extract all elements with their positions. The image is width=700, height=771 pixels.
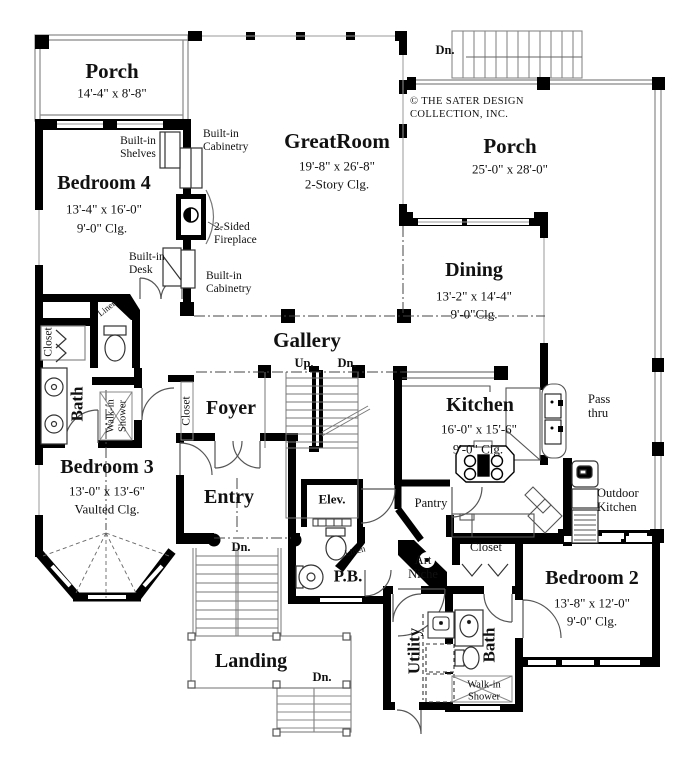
fireplace-icon xyxy=(181,189,223,245)
room-label-porch-right: Porch xyxy=(483,134,537,159)
room-dims-bedroom3: 13'-0" x 13'-6" xyxy=(69,483,145,499)
shower-left xyxy=(99,391,133,441)
deck-stairs xyxy=(451,30,583,79)
closet-foyer-label: Closet xyxy=(180,396,193,426)
pantry-walls xyxy=(394,479,450,543)
room-label-powder-bath: P.B. xyxy=(333,566,363,586)
powder-bath-fixtures xyxy=(295,527,347,590)
room-label-bedroom4: Bedroom 4 xyxy=(57,171,151,194)
bay-window xyxy=(35,548,176,602)
room-dims-dining: 13'-2" x 14'-4" xyxy=(436,288,512,304)
stair-label-dn-interior: Dn. xyxy=(337,356,357,370)
room-label-porch-upper: Porch xyxy=(85,59,139,84)
room-ceiling-bedroom3: Vaulted Clg. xyxy=(74,501,140,517)
stair-label-dn-landing: Dn. xyxy=(312,670,332,684)
room-label-utility: Utility xyxy=(404,627,424,675)
kitchen-island xyxy=(455,440,515,483)
room-label-gallery: Gallery xyxy=(273,328,341,353)
bath-left-fixtures xyxy=(40,325,127,445)
feature-2-sided-fireplace: 2-Sided Fireplace xyxy=(214,221,257,246)
column-lines xyxy=(105,226,545,539)
elevator-cab xyxy=(312,518,352,527)
bath-right-fixtures xyxy=(454,609,484,670)
room-label-foyer: Foyer xyxy=(206,396,256,419)
room-dims-bedroom2: 13'-8" x 12'-0" xyxy=(554,595,630,611)
room-label-dining: Dining xyxy=(445,258,503,281)
room-ceiling-dining: 9'-0"Clg. xyxy=(450,306,498,322)
closet-hall-label: Closet xyxy=(470,540,502,554)
closet-left-label: Closet xyxy=(42,327,55,357)
room-label-pantry: Pantry xyxy=(414,496,448,510)
feature-built-in-cabinetry-lower: Built-in Cabinetry xyxy=(206,270,252,295)
room-dims-bedroom4: 13'-4" x 16'-0" xyxy=(66,201,142,217)
landing-deck xyxy=(187,632,352,737)
copyright-line1: © THE SATER DESIGN COLLECTION, INC. xyxy=(410,95,524,121)
built-in-cabinets xyxy=(159,131,203,289)
room-label-bedroom2: Bedroom 2 xyxy=(545,566,639,589)
room-ceiling-bedroom2: 9'-0" Clg. xyxy=(566,613,618,629)
room-ceiling-kitchen: 9'-0" Clg. xyxy=(452,441,504,457)
feature-built-in-cabinetry-upper: Built-in Cabinetry xyxy=(203,128,249,153)
feature-art-niche: Art Niche xyxy=(408,553,438,581)
room-dims-porch-upper: 14'-4" x 8'-8" xyxy=(77,85,147,101)
main-stairs xyxy=(264,372,371,519)
kitchen-counters xyxy=(402,371,563,538)
walk-in-shower-left-label: Walk-in Shower xyxy=(105,399,128,433)
feature-built-in-shelves: Built-in Shelves xyxy=(120,135,156,160)
room-label-kitchen: Kitchen xyxy=(446,393,514,416)
stair-label-dn-deck: Dn. xyxy=(435,43,455,57)
art-niche-wall xyxy=(398,540,447,588)
porch-right-outline xyxy=(403,79,665,543)
room-dims-great-room: 19'-8" x 26'-8" xyxy=(299,158,375,174)
room-label-bath-left: Bath xyxy=(67,386,87,422)
room-label-bedroom3: Bedroom 3 xyxy=(60,455,154,478)
room-ceiling-great-room: 2-Story Clg. xyxy=(304,176,370,192)
utility-fixtures xyxy=(422,611,455,703)
copyright-text2: COLLECTION, INC. xyxy=(410,109,509,120)
room-label-elevator: Elev. xyxy=(318,491,346,507)
entry-stairs xyxy=(192,548,282,636)
feature-pass-thru: Pass thru xyxy=(588,392,611,420)
walk-in-shower-right-label: Walk-in Shower xyxy=(467,679,501,702)
closet-foyer-inner xyxy=(180,381,194,441)
room-dims-kitchen: 16'-0" x 15'-6" xyxy=(441,421,517,437)
closet-hall-doors xyxy=(461,563,509,577)
feature-outdoor-kitchen: Outdoor Kitchen xyxy=(597,486,639,514)
copyright-text1: © THE SATER DESIGN xyxy=(410,95,524,107)
stair-label-up: Up. xyxy=(294,356,314,370)
room-label-entry: Entry xyxy=(204,485,254,508)
pass-thru-counter xyxy=(541,383,567,459)
outdoor-kitchen-fixtures xyxy=(571,460,599,544)
room-dims-porch-right: 25'-0" x 28'-0" xyxy=(472,161,548,177)
feature-built-in-desk: Built-in Desk xyxy=(129,251,165,276)
vaulted-ceiling-lines xyxy=(42,532,170,598)
shower-right xyxy=(451,675,513,703)
stair-label-dn-entry: Dn. xyxy=(231,540,251,554)
room-label-landing: Landing xyxy=(214,649,288,672)
room-label-bath-right: Bath xyxy=(479,627,499,663)
room-ceiling-bedroom4: 9'-0" Clg. xyxy=(76,220,128,236)
room-label-great-room: GreatRoom xyxy=(284,129,390,154)
